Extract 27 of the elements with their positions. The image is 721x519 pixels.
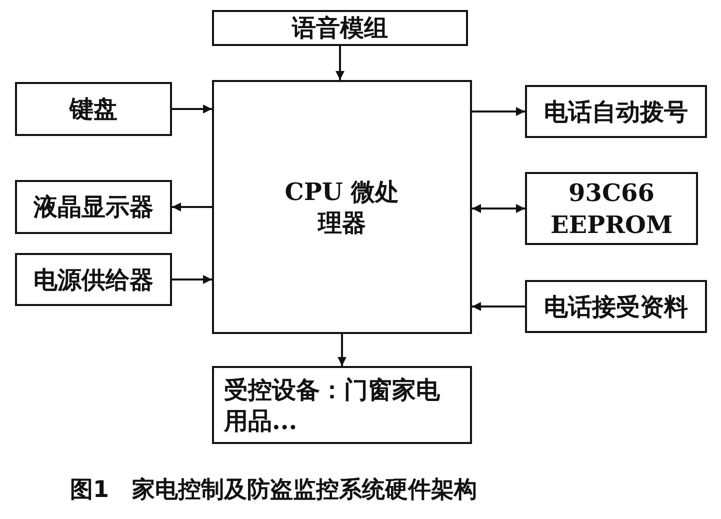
- figure-caption: 图1 家电控制及防盗监控系统硬件架构: [70, 476, 478, 505]
- box-label: 电话自动拨号: [544, 96, 688, 128]
- arrow: [472, 302, 525, 311]
- module-box: [15, 82, 172, 136]
- box-label: 93C66 EEPROM: [549, 177, 674, 240]
- box-label: 键盘: [70, 93, 118, 125]
- module-box: [212, 10, 468, 46]
- module-box: [212, 366, 472, 444]
- module-box: [525, 172, 698, 245]
- module-box: [15, 180, 172, 234]
- arrow: [472, 107, 525, 116]
- box-label: 受控设备：门窗家电用品...: [224, 374, 441, 436]
- box-label: 语音模组: [292, 12, 388, 44]
- arrow: [336, 46, 344, 80]
- cpu-block: [212, 80, 472, 334]
- arrow: [172, 275, 212, 284]
- module-box: [15, 253, 172, 306]
- module-box: [525, 280, 707, 333]
- box-label: CPU 微处理器: [284, 176, 400, 238]
- arrow: [172, 104, 212, 114]
- arrow: [472, 204, 525, 213]
- module-box: [525, 85, 707, 138]
- box-label: 电话接受资料: [544, 290, 688, 322]
- box-label: 电源供给器: [34, 264, 154, 296]
- arrow: [172, 202, 212, 212]
- arrow: [338, 334, 346, 366]
- box-label: 液晶显示器: [34, 191, 154, 223]
